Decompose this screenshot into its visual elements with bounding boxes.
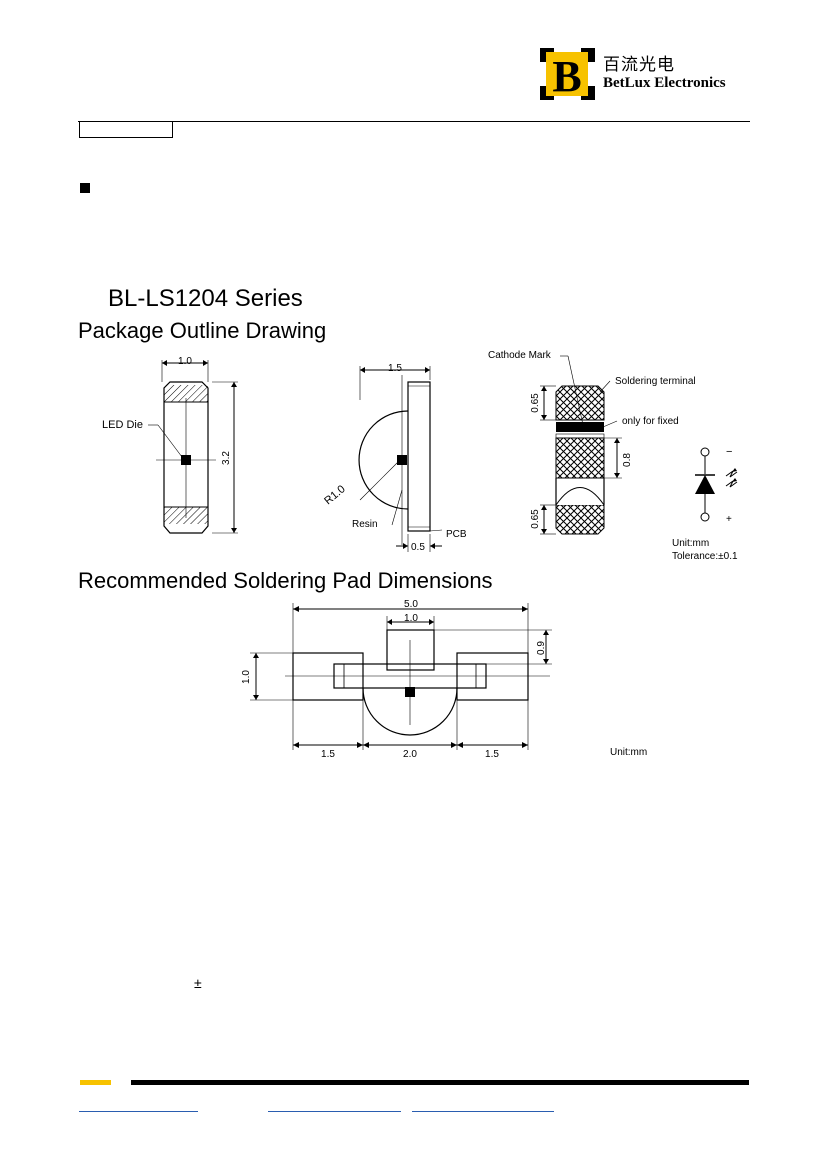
brand-name-chinese: 百流光电 [603,55,675,75]
bottom-top-height-label: 0.65 [530,393,541,413]
front-width-label: 1.0 [178,356,192,367]
footer-bar [131,1080,749,1085]
side-view [358,366,443,552]
pad-middle-width-label: 2.0 [403,749,417,760]
soldering-terminal-label: Soldering terminal [615,376,696,387]
cathode-mark-label: Cathode Mark [488,350,552,361]
footer-link-1[interactable] [79,1111,198,1112]
header-tab-box [79,121,173,138]
series-title: BL-LS1204 Series [108,285,303,312]
company-logo: B [540,48,595,100]
package-outline-title: Package Outline Drawing [78,318,327,343]
pad-left-width-label: 1.5 [321,749,335,760]
pcb-label: PCB [446,529,467,540]
bottom-mid-height-label: 0.8 [622,453,633,467]
package-unit-label: Unit:mm [672,538,709,549]
section-bullet [80,183,90,193]
pad-total-width-label: 5.0 [404,599,418,610]
radius-label: R1.0 [322,483,348,507]
pcb-width-label: 0.5 [411,542,425,553]
pad-center-height-label: 0.9 [536,641,547,655]
resin-label: Resin [352,519,378,530]
pad-right-width-label: 1.5 [485,749,499,760]
side-width-label: 1.5 [388,363,402,374]
soldering-pad-drawing [250,603,552,750]
brand-name-english: BetLux Electronics [603,75,726,91]
front-view [148,360,238,534]
pad-center-width-label: 1.0 [404,613,418,624]
led-die-label: LED Die [102,419,143,431]
footer-link-3[interactable] [412,1111,554,1112]
footer-accent-bar [80,1080,111,1085]
pad-unit-label: Unit:mm [610,747,647,758]
bottom-view [540,355,622,535]
tolerance-label: Tolerance:±0.1 [672,551,738,562]
only-fixed-label: only for fixed [622,416,679,427]
svg-text:B: B [552,52,581,100]
diode-cathode-sign: − [726,446,732,458]
front-height-label: 3.2 [221,451,232,465]
diode-anode-sign: + [726,514,732,525]
pad-dimensions-title: Recommended Soldering Pad Dimensions [78,568,493,593]
header-divider [78,121,750,122]
pad-height-label: 1.0 [241,670,252,684]
footer-link-2[interactable] [268,1111,401,1112]
bottom-bottom-height-label: 0.65 [530,509,541,529]
plus-minus-symbol: ± [194,975,202,991]
diode-symbol-icon [695,447,738,522]
